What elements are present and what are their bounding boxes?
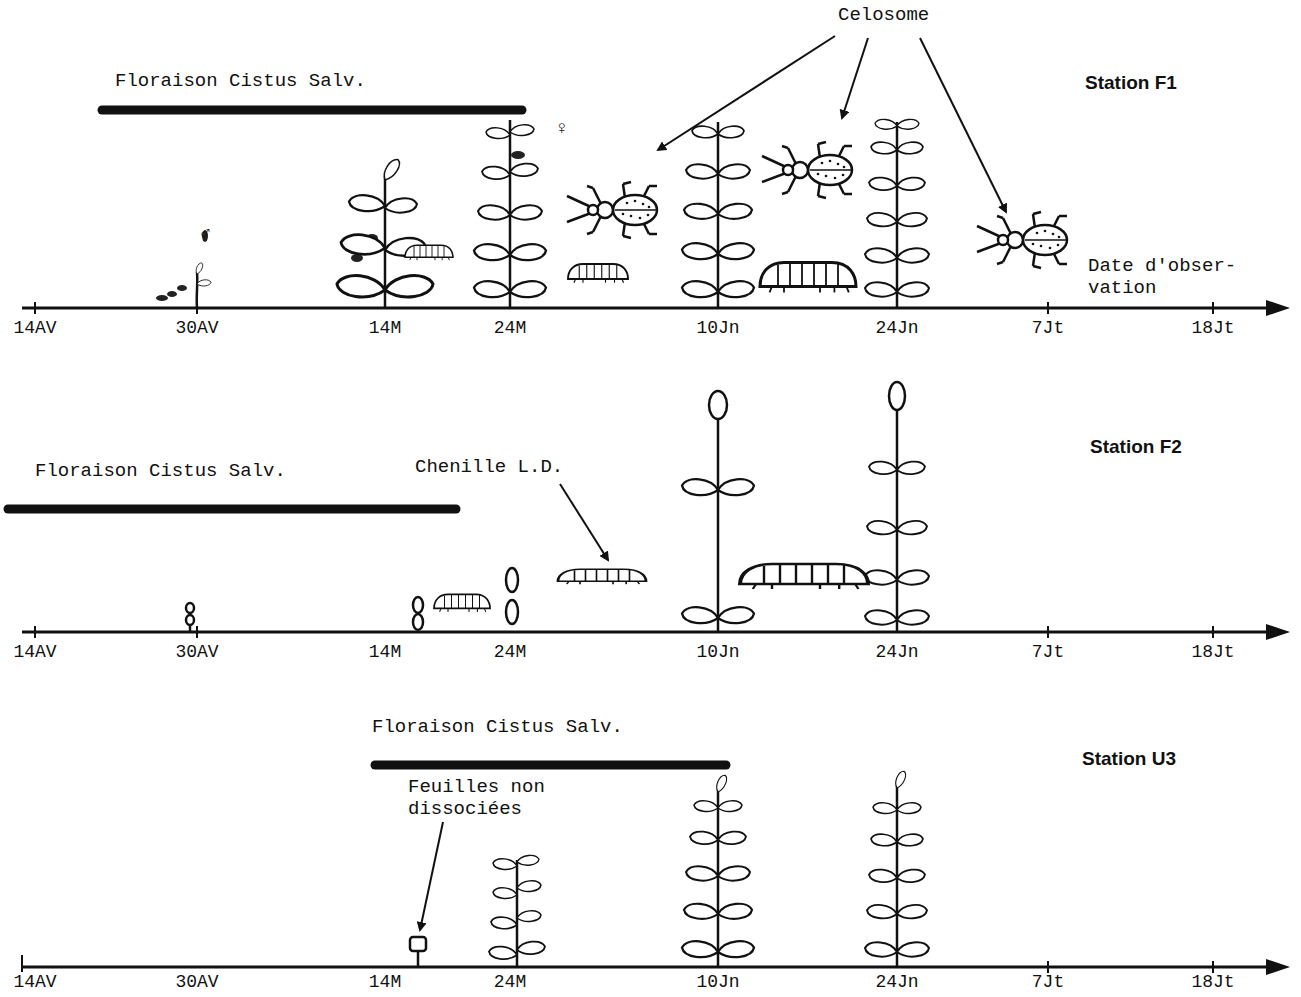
axis-title: Date d'obser- vation	[1088, 255, 1258, 299]
tick-label: 24M	[494, 971, 526, 993]
tick-label: 30AV	[175, 317, 218, 339]
tick-label: 24M	[494, 317, 526, 339]
tick-label: 14AV	[13, 971, 56, 993]
tick-label: 14M	[369, 641, 401, 663]
arrow-label: Chenille L.D.	[415, 456, 563, 478]
tick-label: 7Jt	[1032, 317, 1064, 339]
tick-label: 30AV	[175, 971, 218, 993]
tick-label: 18Jt	[1191, 641, 1234, 663]
tick-label: 14AV	[13, 317, 56, 339]
station-name: Station F1	[1085, 72, 1177, 94]
tick-label: 10Jn	[696, 641, 739, 663]
tick-label: 7Jt	[1032, 641, 1064, 663]
tick-label: 30AV	[175, 641, 218, 663]
tick-label: 10Jn	[696, 317, 739, 339]
tick-label: 14AV	[13, 641, 56, 663]
flowering-label: Floraison Cistus Salv.	[35, 460, 286, 482]
tick-label: 24Jn	[875, 317, 918, 339]
station-name: Station F2	[1090, 436, 1182, 458]
station-name: Station U3	[1082, 748, 1176, 770]
tick-label: 7Jt	[1032, 971, 1064, 993]
tick-label: 18Jt	[1191, 971, 1234, 993]
sex-symbol: ♀	[556, 118, 567, 140]
tick-label: 18Jt	[1191, 317, 1234, 339]
tick-label: 14M	[369, 971, 401, 993]
tick-label: 24Jn	[875, 971, 918, 993]
tick-label: 14M	[369, 317, 401, 339]
flowering-label: Floraison Cistus Salv.	[372, 716, 623, 738]
tick-label: 24Jn	[875, 641, 918, 663]
flowering-label: Floraison Cistus Salv.	[115, 70, 366, 92]
tick-label: 24M	[494, 641, 526, 663]
tick-label: 10Jn	[696, 971, 739, 993]
sex-symbol: ♂	[200, 222, 211, 244]
arrow-label: Celosome	[838, 4, 929, 26]
arrow-label: Feuilles non dissociées	[408, 776, 578, 820]
